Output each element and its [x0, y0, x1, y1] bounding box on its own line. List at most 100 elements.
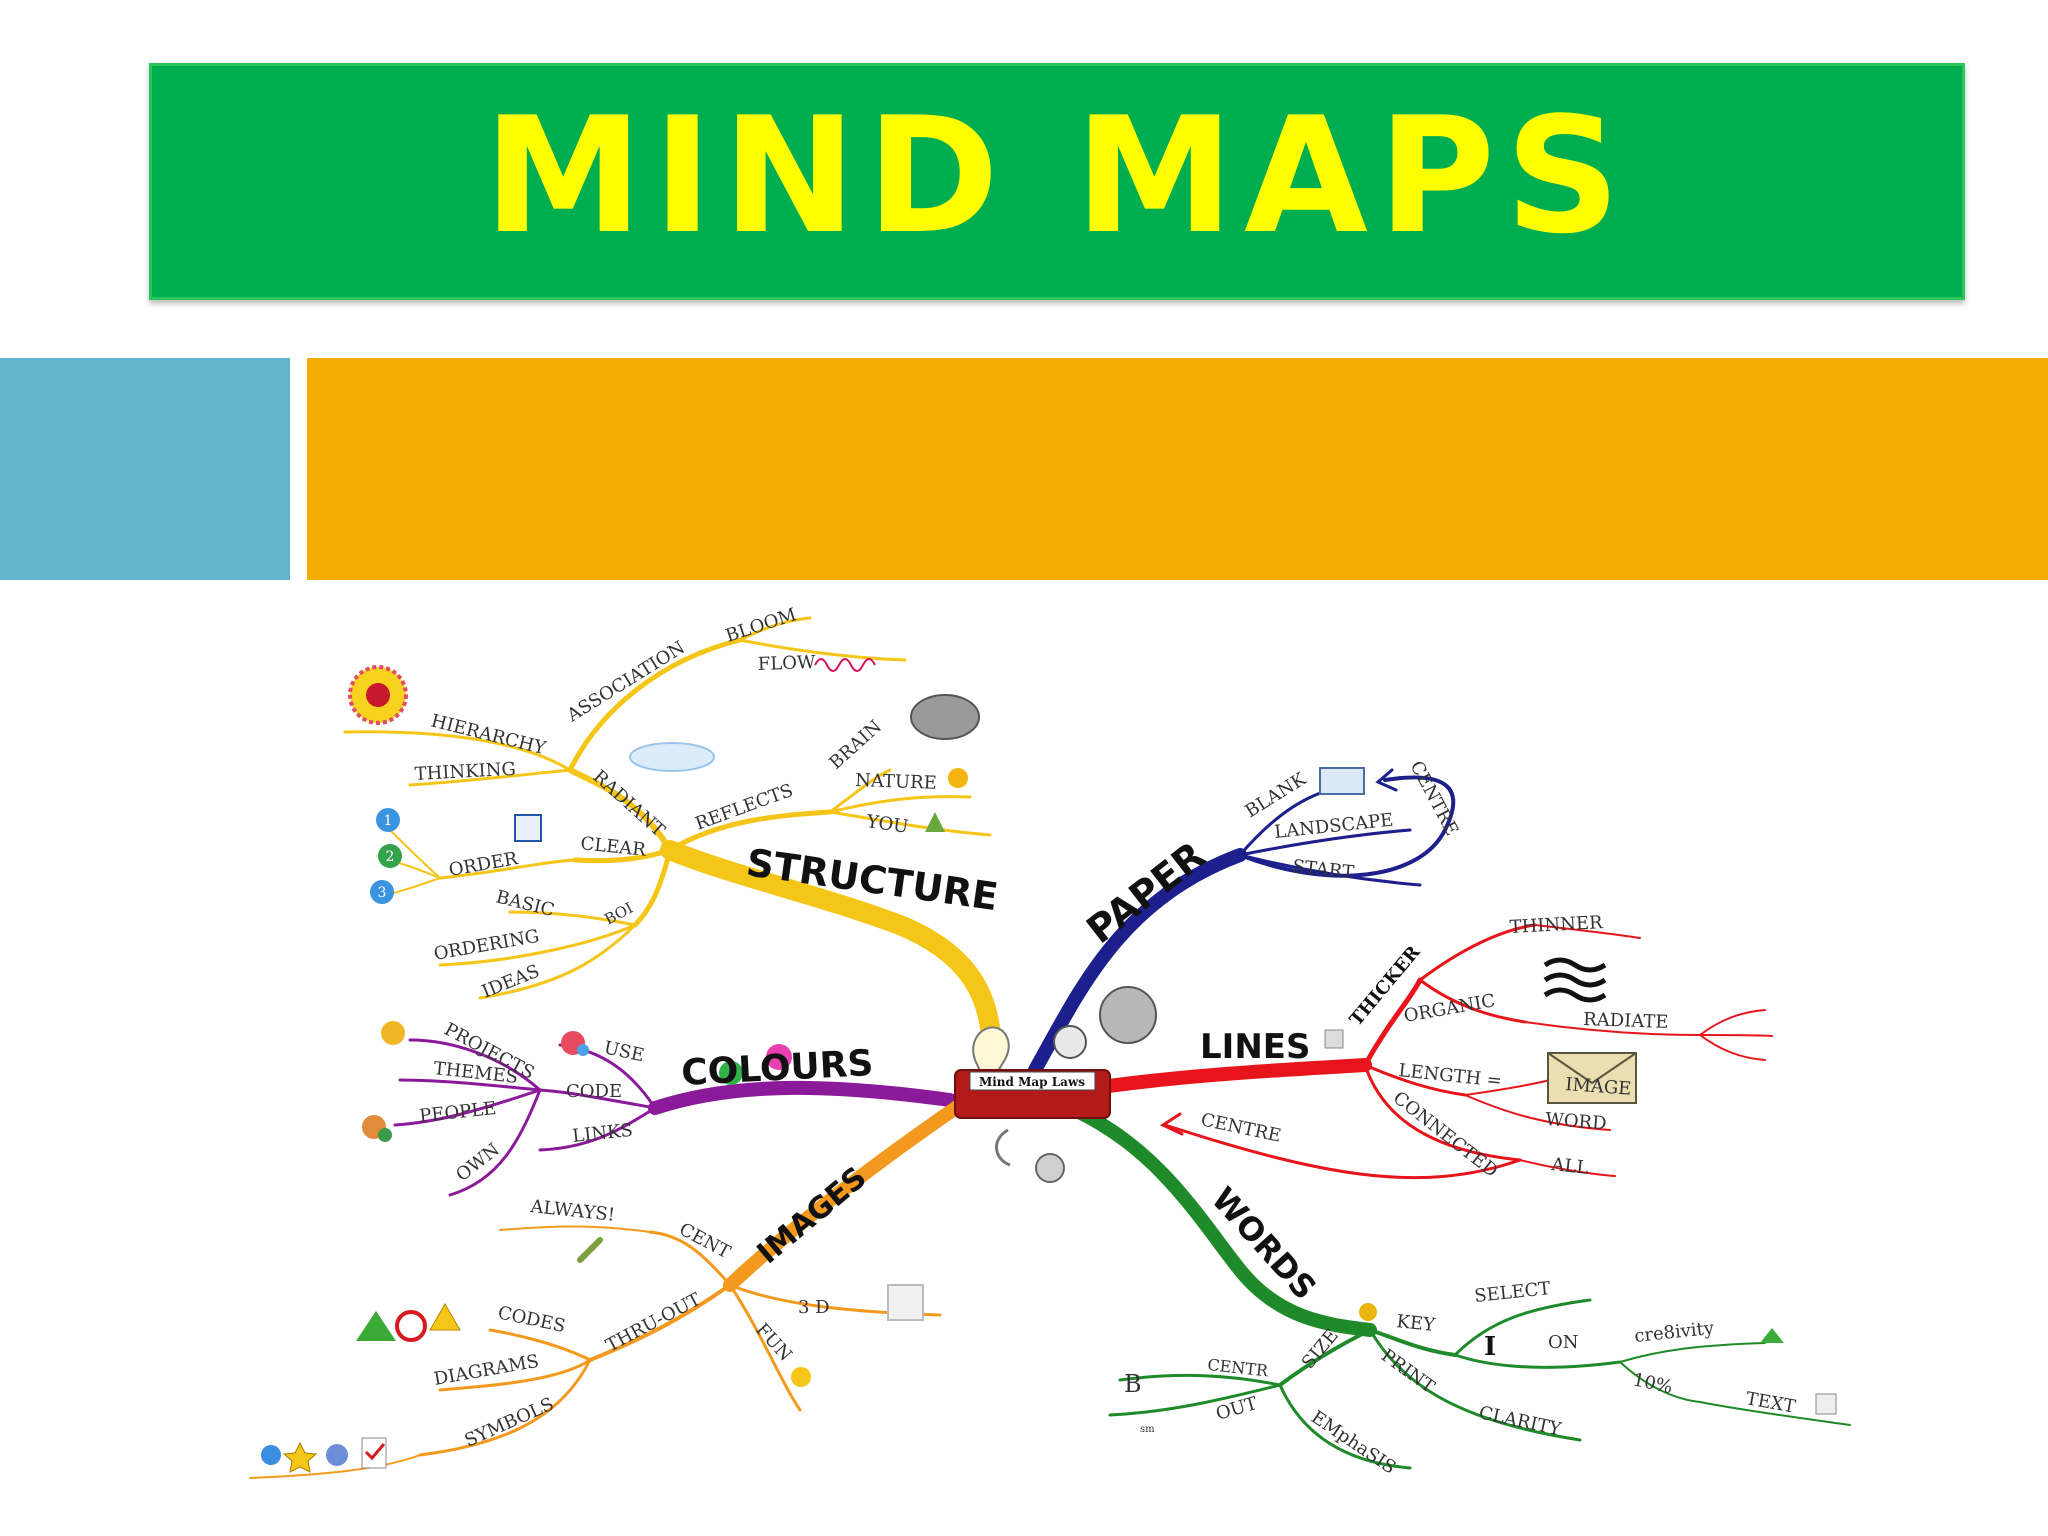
node-you: YOU — [864, 811, 909, 838]
images-trunk — [723, 1098, 967, 1292]
node-diagrams: DIAGRAMS — [432, 1351, 540, 1390]
node-on: ON — [1548, 1332, 1579, 1353]
node-ordering: ORDERING — [432, 926, 541, 965]
svg-text:1: 1 — [384, 813, 393, 829]
node-radiant: RADIANT — [589, 766, 669, 841]
node-symbols: SYMBOLS — [461, 1394, 557, 1452]
node-order: ORDER — [447, 848, 519, 881]
blank-paper-icon — [1319, 767, 1365, 795]
node-cre8ivity: cre8ivity — [1633, 1318, 1715, 1347]
sun-icon — [948, 768, 968, 788]
node-key: KEY — [1395, 1311, 1437, 1336]
node-basic: BASIC — [494, 886, 557, 921]
node-own: OWN — [452, 1139, 504, 1186]
lines-centre-arrow — [1163, 1123, 1522, 1180]
branch-paper — [1028, 767, 1456, 1077]
branch-lines — [1073, 923, 1773, 1180]
lightbulb-icon — [972, 1026, 1010, 1076]
structure-edge-radiant — [567, 767, 673, 853]
branch-label-paper: PAPER — [1078, 833, 1213, 952]
decorative-icons: 1 2 3 — [261, 665, 1837, 1473]
question-icon — [261, 1445, 281, 1465]
warning-icon — [429, 1302, 461, 1331]
flow-squiggle-icon — [814, 658, 876, 672]
node-radiate: RADIATE — [1583, 1009, 1669, 1033]
node-start: START — [1291, 856, 1354, 883]
node-emphasis: EMphaSIS — [1307, 1407, 1399, 1479]
node-10-percent: 10% — [1631, 1369, 1675, 1398]
colour-o-green-icon — [719, 1061, 743, 1085]
colour-o-pink-icon — [766, 1044, 792, 1070]
branch-images — [249, 1098, 967, 1479]
node-word: WORD — [1545, 1109, 1608, 1134]
node-fun: FUN — [751, 1319, 796, 1365]
no-entry-icon — [395, 1310, 427, 1342]
node-labels: BLOOM FLOW ASSOCIATION HIERARCHY THINKIN… — [414, 604, 1797, 1478]
words-trunk — [1068, 1103, 1377, 1337]
envelope-icon — [1547, 1052, 1637, 1104]
water-ripple-icon — [629, 742, 715, 772]
node-length: LENGTH = — [1397, 1060, 1502, 1092]
accent-bar-blue — [0, 358, 290, 580]
cube-icon — [887, 1284, 924, 1321]
node-code: CODE — [566, 1081, 622, 1102]
mountain-icon — [356, 1311, 396, 1341]
node-clear: CLEAR — [579, 833, 647, 861]
node-thinner: THINNER — [1509, 912, 1603, 938]
brain-icon — [910, 694, 980, 740]
node-centre-lines: CENTRE — [1199, 1109, 1283, 1146]
branch-words — [1068, 1103, 1851, 1470]
tree-icon — [925, 812, 945, 832]
node-bloom: BLOOM — [723, 604, 799, 647]
central-brain-icon — [1099, 986, 1157, 1044]
structure-edge-clear — [572, 847, 673, 864]
pencil-icon — [577, 1237, 603, 1263]
lines-trunk — [1073, 1058, 1372, 1097]
node-image: IMAGE — [1565, 1074, 1632, 1100]
node-reflects: REFLECTS — [693, 780, 796, 835]
structure-trunk — [660, 840, 1002, 1085]
node-3d: 3 D — [798, 1297, 830, 1318]
title-banner: MIND MAPS — [149, 63, 1965, 300]
node-select: SELECT — [1473, 1278, 1551, 1307]
node-hierarchy: HIERARCHY — [429, 710, 549, 759]
node-always: ALWAYS! — [528, 1196, 615, 1226]
branch-structure — [343, 616, 1002, 1085]
branch-label-colours: COLOURS — [680, 1043, 874, 1094]
lines-square-icon — [1324, 1029, 1344, 1049]
node-connected: CONNECTED — [1389, 1087, 1502, 1181]
node-all: ALL — [1549, 1154, 1589, 1179]
node-thru-out: THRU-OUT — [602, 1289, 704, 1356]
node-thinking: THINKING — [414, 759, 516, 785]
arrow-box-icon — [514, 814, 542, 842]
paper-trunk — [1028, 848, 1247, 1077]
key-icon — [1359, 1303, 1377, 1321]
center-label: Mind Map Laws — [979, 1075, 1085, 1089]
paper-centre-arrow — [1238, 775, 1456, 878]
node-b: B — [1124, 1370, 1142, 1398]
node-people: PEOPLE — [418, 1098, 497, 1127]
stopwatch-icon — [1053, 1025, 1087, 1059]
node-brain: BRAIN — [825, 716, 886, 774]
node-sm: sm — [1140, 1424, 1155, 1435]
structure-edge-reflects — [667, 809, 833, 853]
branch-label-lines: LINES — [1200, 1027, 1310, 1067]
dollar-icon — [995, 1128, 1011, 1167]
node-text: TEXT — [1744, 1388, 1797, 1417]
node-nature: NATURE — [855, 770, 937, 794]
node-association: ASSOCIATION — [563, 637, 689, 727]
node-i: I — [1484, 1332, 1496, 1362]
node-print: PRINT — [1377, 1345, 1438, 1398]
star-icon — [282, 1441, 318, 1473]
waves-icon — [1543, 957, 1607, 1003]
accent-bar-orange — [307, 358, 2048, 580]
node-clarity: CLARITY — [1477, 1402, 1564, 1440]
folder-icon — [381, 1021, 405, 1045]
text-box-icon — [1815, 1393, 1837, 1415]
node-ideas: IDEAS — [479, 961, 543, 1003]
branch-label-images: IMAGES — [751, 1160, 874, 1271]
node-links: LINKS — [571, 1120, 633, 1147]
colours-trunk — [648, 1080, 957, 1115]
node-flow: FLOW — [757, 652, 816, 675]
